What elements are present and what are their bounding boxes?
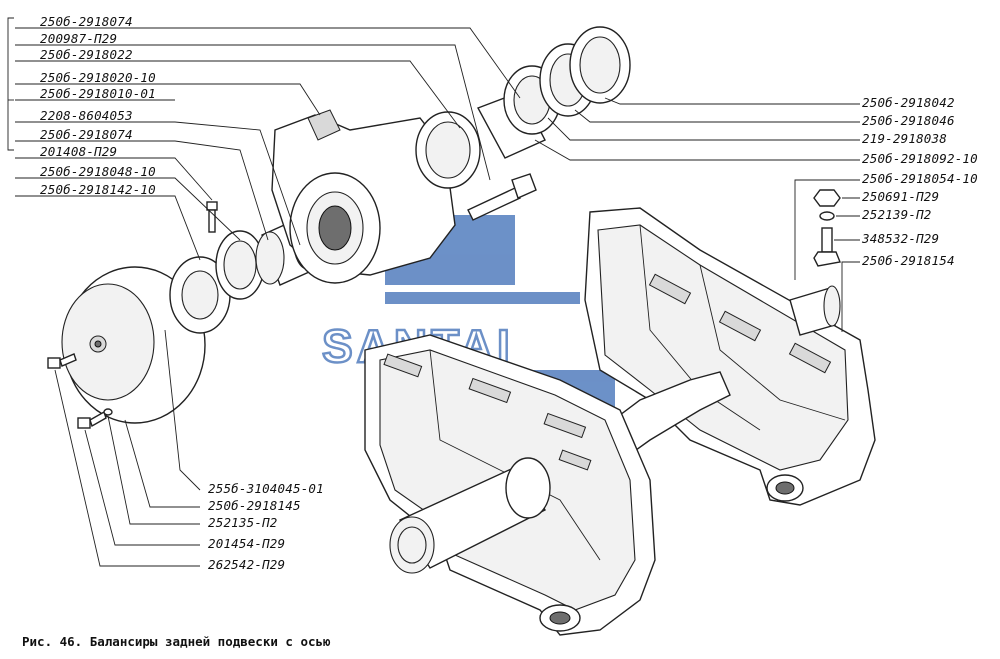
part-label-labels_bottom-1: 250б-2918145 xyxy=(208,498,301,513)
part-label-labels_right-0: 250б-2918042 xyxy=(862,95,955,110)
part-label-labels_left-8: 250б-2918048-10 xyxy=(40,164,156,179)
figure-caption: Рис. 46. Балансиры задней подвески с ось… xyxy=(22,634,331,649)
part-label-labels_left-0: 250б-2918074 xyxy=(40,14,133,29)
part-label-labels_bottom-4: 262542-П29 xyxy=(208,557,285,572)
part-label-labels_right-3: 250б-2918092-10 xyxy=(862,151,978,166)
part-label-labels_left-3: 250б-2918020-10 xyxy=(40,70,156,85)
bolt xyxy=(467,173,537,221)
part-label-labels_right-2: 219-2918038 xyxy=(862,131,947,146)
watermark-bar xyxy=(385,292,580,304)
part-label-labels_right-7: 348532-П29 xyxy=(861,231,939,246)
part-label-labels_right-4: 250б-2918054-10 xyxy=(862,171,978,186)
part-label-labels_left-5: 2208-8604053 xyxy=(40,108,133,123)
balancer-hub xyxy=(271,109,456,284)
labels-right: 250б-2918042 250б-2918046 219-2918038 250б-… xyxy=(861,95,978,268)
ring-c-inner xyxy=(579,36,621,94)
part-label-labels_left-1: 200987-П29 xyxy=(40,31,117,46)
part-label-labels_left-6: 250б-2918074 xyxy=(40,127,133,142)
seal-ring xyxy=(169,256,231,334)
outer-seal-inner xyxy=(425,121,471,179)
leader-lines xyxy=(15,27,860,567)
thrust-ring-inner xyxy=(223,240,257,290)
part-label-labels_bottom-0: 255б-3104045-01 xyxy=(208,481,324,496)
part-label-labels_right-1: 250б-2918046 xyxy=(862,113,955,128)
bottom-bolts xyxy=(47,353,113,429)
axle-beam xyxy=(584,207,876,506)
part-label-labels_left-9: 250б-2918142-10 xyxy=(40,182,156,197)
part-label-labels_right-8: 250б-2918154 xyxy=(862,253,955,268)
part-label-labels_left-2: 250б-2918022 xyxy=(40,47,133,62)
part-label-labels_bottom-3: 201454-П29 xyxy=(208,536,285,551)
hub-cap xyxy=(61,266,206,424)
part-label-labels_bottom-2: 252135-П2 xyxy=(208,515,278,530)
part-label-labels_right-5: 250691-П29 xyxy=(862,189,939,204)
labels-bottom: 255б-3104045-01 250б-2918145 252135-П2 2014… xyxy=(208,481,324,572)
balancer-front xyxy=(364,334,656,636)
group-bracket xyxy=(7,17,14,151)
small-bolt-top xyxy=(206,201,218,233)
right-fasteners xyxy=(813,189,841,267)
part-label-labels_left-4: 250б-2918010-01 xyxy=(40,86,156,101)
part-label-labels_left-7: 201408-П29 xyxy=(40,144,117,159)
part-label-labels_right-6: 252139-П2 xyxy=(862,207,932,222)
